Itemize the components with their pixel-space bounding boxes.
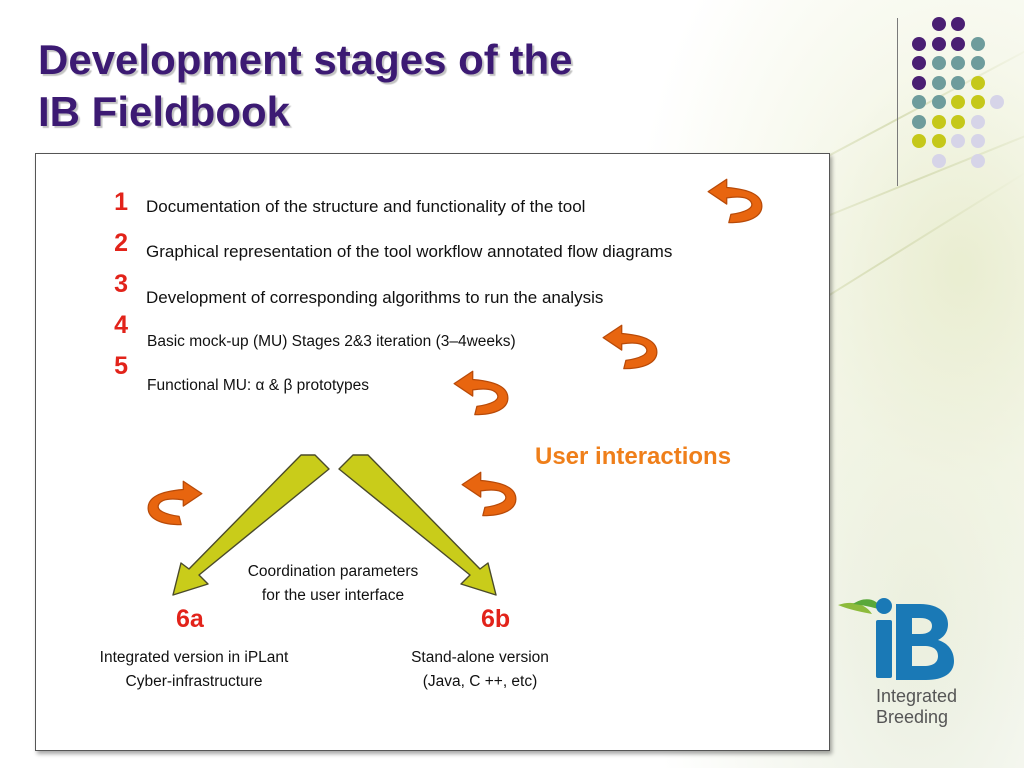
cycle-arrow-icon <box>147 480 203 526</box>
decorative-dot <box>931 75 946 90</box>
slide-title-line2: IB Fieldbook <box>38 88 290 135</box>
decorative-dot <box>951 56 965 70</box>
decorative-dot <box>912 56 926 70</box>
decorative-dot <box>951 36 965 51</box>
step-text-3: Development of corresponding algorithms … <box>146 288 604 307</box>
decorative-dot <box>970 114 985 129</box>
divider-line <box>897 18 898 186</box>
decorative-dot <box>970 95 985 109</box>
decorative-dot <box>931 56 946 70</box>
step-number-3: 3 <box>114 270 128 298</box>
branch-6b-line1: Stand-alone version <box>411 649 549 666</box>
step-number-2: 2 <box>114 229 128 257</box>
cycle-arrow-icon <box>707 178 763 224</box>
step-text-5: Functional MU: α & β prototypes <box>147 377 370 394</box>
decorative-dot <box>951 95 965 109</box>
decorative-dot <box>912 75 926 90</box>
step-text-2: Graphical representation of the tool wor… <box>146 242 673 261</box>
decorative-dot <box>931 17 946 31</box>
decorative-dot <box>912 134 926 148</box>
step-text-4: Basic mock-up (MU) Stages 2&3 iteration … <box>147 333 516 350</box>
step-number-5: 5 <box>114 352 128 380</box>
coordination-parameters-label: Coordination parameters for the user int… <box>222 560 444 608</box>
branch-arrow-icon <box>338 454 497 596</box>
slide-title: Development stages of the IB Fieldbook <box>38 34 572 138</box>
decorative-dot <box>951 134 965 148</box>
branch-6a-line1: Integrated version in iPLant <box>99 649 289 666</box>
decorative-dot <box>951 17 965 31</box>
decorative-dot <box>931 114 946 129</box>
decorative-dot <box>970 75 985 90</box>
decorative-dot <box>970 36 985 51</box>
logo-line1: Integrated <box>876 686 958 706</box>
decorative-dot <box>931 95 946 109</box>
cycle-arrow-icon <box>453 370 509 416</box>
decorative-dot <box>931 153 946 168</box>
ib-logo-icon <box>838 598 954 680</box>
decorative-dot <box>990 95 1004 109</box>
step-number-1: 1 <box>114 188 128 216</box>
branch-label-6a: 6a <box>176 605 204 633</box>
decorative-dot <box>912 36 926 51</box>
user-interactions-label: User interactions <box>535 443 732 470</box>
logo-line2: Breeding <box>876 707 949 727</box>
decorative-dot <box>931 134 946 148</box>
decorative-dot <box>931 36 946 51</box>
branch-description-6b: Stand-alone version (Java, C ++, etc) <box>380 646 580 694</box>
branch-arrow-icon <box>172 454 330 596</box>
step-number-4: 4 <box>114 311 128 339</box>
cycle-arrow-icon <box>461 471 517 517</box>
content-box <box>35 153 830 751</box>
branch-6a-line2: Cyber-infrastructure <box>125 673 263 690</box>
decorative-dot <box>970 153 985 168</box>
decorative-dot <box>912 114 926 129</box>
slide-title-line1: Development stages of the <box>38 36 573 83</box>
branch-6b-line2: (Java, C ++, etc) <box>422 673 538 690</box>
decorative-dot <box>970 56 985 70</box>
branch-description-6a: Integrated version in iPLant Cyber-infra… <box>78 646 310 694</box>
step-text-1: Documentation of the structure and funct… <box>146 197 586 216</box>
decorative-dot <box>951 114 965 129</box>
branch-label-6b: 6b <box>481 605 511 633</box>
coordination-line2: for the user interface <box>261 587 405 604</box>
decorative-dot <box>951 75 965 90</box>
coordination-line1: Coordination parameters <box>247 563 419 580</box>
decorative-dot <box>970 134 985 148</box>
cycle-arrow-icon <box>602 324 658 370</box>
decorative-dot <box>912 95 926 109</box>
logo-text: Integrated Breeding <box>876 686 957 728</box>
